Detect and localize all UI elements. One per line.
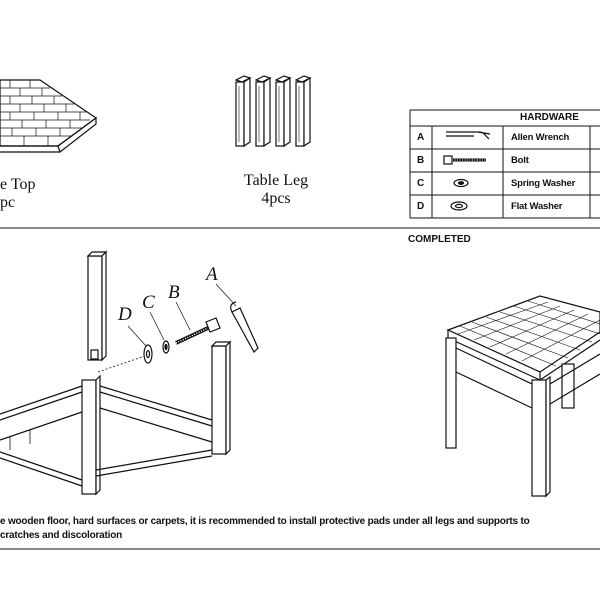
care-note-line-1: e wooden floor, hard surfaces or carpets… — [0, 516, 530, 527]
completed-table-illustration — [445, 295, 600, 498]
table-leg-caption-name: Table Leg — [243, 172, 309, 189]
hardware-name-bolt: Bolt — [511, 155, 529, 166]
hardware-title: HARDWARE — [520, 112, 579, 123]
table-leg-caption: Table Leg 4pcs — [226, 172, 326, 208]
bolt-icon — [443, 155, 486, 165]
hardware-letter-d: D — [417, 201, 425, 212]
flat-washer-icon — [450, 201, 468, 211]
hardware-name-spring-washer: Spring Washer — [511, 178, 576, 189]
hardware-name-allen-wrench: Allen Wrench — [511, 132, 570, 143]
care-note-line-2: cratches and discoloration — [0, 530, 123, 541]
allen-wrench-icon — [446, 131, 491, 140]
table-top-caption: e Top pc — [0, 176, 40, 212]
table-top-caption-qty: pc — [0, 194, 16, 211]
callout-c: C — [142, 292, 155, 313]
spring-washer-icon — [453, 178, 469, 188]
callout-d: D — [118, 304, 132, 325]
hardware-letter-b: B — [417, 155, 425, 166]
hardware-name-flat-washer: Flat Washer — [511, 201, 563, 212]
exploded-hardware — [127, 283, 259, 364]
hardware-letter-c: C — [417, 178, 425, 189]
callout-a: A — [206, 264, 218, 285]
table-top-illustration — [0, 79, 98, 153]
table-legs-illustration — [234, 75, 312, 148]
completed-label: COMPLETED — [408, 234, 471, 245]
table-top-caption-name: e Top — [0, 176, 36, 193]
assembly-frame-illustration — [0, 250, 232, 496]
hardware-letter-a: A — [417, 132, 425, 143]
callout-b: B — [168, 282, 180, 303]
hardware-table-frame — [409, 109, 600, 219]
table-leg-caption-qty: 4pcs — [261, 190, 291, 207]
